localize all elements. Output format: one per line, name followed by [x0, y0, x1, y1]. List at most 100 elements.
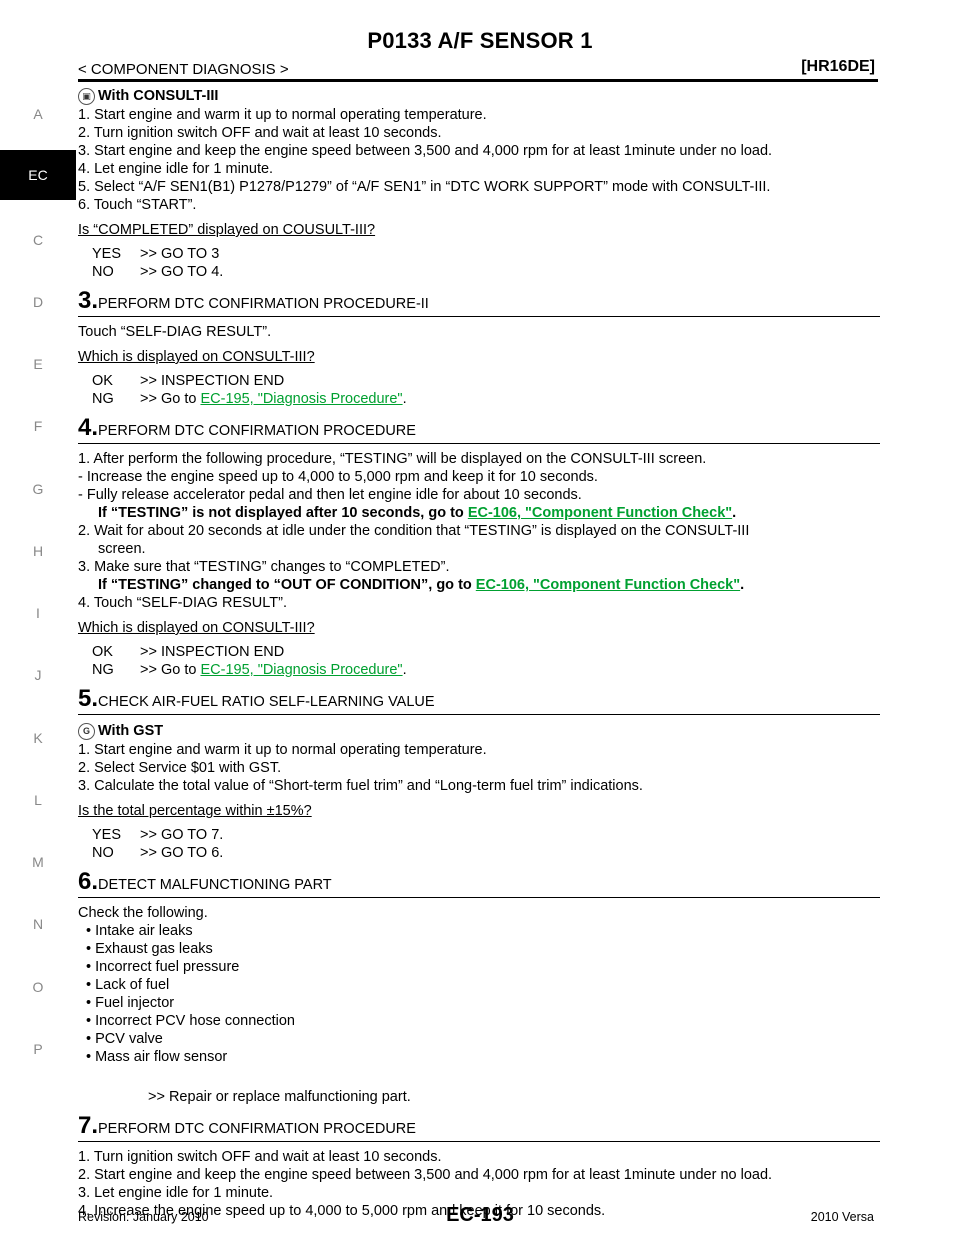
side-tab-e[interactable]: E: [33, 356, 43, 372]
vehicle-model: 2010 Versa: [810, 1210, 874, 1224]
step-4-note: If “TESTING” changed to “OUT OF CONDITIO…: [78, 576, 880, 594]
side-tab-d[interactable]: D: [32, 294, 44, 310]
consult-label: With CONSULT-III: [98, 88, 219, 104]
step-3-text: Touch “SELF-DIAG RESULT”.: [78, 324, 272, 340]
answer-text: >> GO TO 4.: [140, 264, 224, 280]
note-text: If “TESTING” changed to “OUT OF CONDITIO…: [98, 577, 476, 593]
note-suffix: .: [732, 505, 737, 521]
step-title: PERFORM DTC CONFIRMATION PROCEDURE: [98, 423, 416, 439]
side-tab-m[interactable]: M: [32, 854, 44, 870]
answer-suffix: .: [402, 391, 407, 407]
answer-text: >> GO TO 3: [140, 246, 220, 262]
side-tab-ec-active[interactable]: EC: [0, 150, 76, 200]
side-tab-n[interactable]: N: [32, 916, 44, 932]
gst-label: With GST: [98, 723, 164, 739]
answer-text: >> Go to: [140, 391, 197, 407]
step-title: CHECK AIR-FUEL RATIO SELF-LEARNING VALUE: [98, 694, 435, 710]
question-1: Is “COMPLETED” displayed on COUSULT-III?: [78, 222, 376, 238]
answer-key: YES: [92, 827, 122, 843]
gst-heading: G With GST: [78, 721, 880, 741]
step-number: 7.: [78, 1112, 99, 1139]
answer-ok: OK>> INSPECTION END: [78, 372, 880, 390]
step-4-line: - Increase the engine speed up to 4,000 …: [78, 469, 598, 485]
answer-key: NO: [92, 264, 114, 280]
side-tab-i[interactable]: I: [36, 605, 40, 621]
step-title: DETECT MALFUNCTIONING PART: [98, 877, 332, 893]
side-tab-f[interactable]: F: [33, 418, 43, 434]
gst-step: 2. Select Service $01 with GST.: [78, 760, 282, 776]
answer-ng: NG>> Go to EC-195, "Diagnosis Procedure"…: [78, 390, 880, 408]
side-tab-k[interactable]: K: [33, 730, 43, 746]
answer-text: >> GO TO 7.: [140, 827, 224, 843]
side-tab-j[interactable]: J: [34, 667, 42, 683]
consult-step: 5. Select “A/F SEN1(B1) P1278/P1279” of …: [78, 179, 771, 195]
note-suffix: .: [740, 577, 745, 593]
check-item: • Lack of fuel: [86, 977, 170, 993]
step-7-heading: 7.PERFORM DTC CONFIRMATION PROCEDURE: [78, 1114, 880, 1142]
answer-no: NO >> GO TO 4.: [78, 263, 880, 281]
answer-ok: OK>> INSPECTION END: [78, 643, 880, 661]
step-7-line: 1. Turn ignition switch OFF and wait at …: [78, 1149, 442, 1165]
page-number: EC-193: [446, 1204, 514, 1226]
answer-ng: NG >> Go to EC-195, "Diagnosis Procedure"…: [78, 661, 880, 679]
step-title: PERFORM DTC CONFIRMATION PROCEDURE-II: [98, 296, 429, 312]
question-3: Which is displayed on CONSULT-III?: [78, 349, 315, 365]
step-5-heading: 5.CHECK AIR-FUEL RATIO SELF-LEARNING VAL…: [78, 687, 880, 715]
answer-yes: YES >> GO TO 3: [78, 245, 880, 263]
step-4-line: 2. Wait for about 20 seconds at idle und…: [78, 523, 750, 539]
diagnosis-procedure-link[interactable]: EC-195, "Diagnosis Procedure": [200, 391, 403, 407]
consult-step: 3. Start engine and keep the engine spee…: [78, 143, 773, 159]
step-7-line: 2. Start engine and keep the engine spee…: [78, 1167, 773, 1183]
step-number: 5.: [78, 685, 99, 712]
header-rule: [78, 79, 878, 82]
question-4: Which is displayed on CONSULT-III?: [78, 620, 315, 636]
gst-step: 1. Start engine and warm it up to normal…: [78, 742, 487, 758]
answer-yes: YES >> GO TO 7.: [78, 826, 880, 844]
step-number: 4.: [78, 414, 99, 441]
check-item: • Mass air flow sensor: [86, 1049, 228, 1065]
side-tab-g[interactable]: G: [32, 481, 44, 497]
answer-key: NO: [92, 845, 114, 861]
spacer: [78, 1066, 880, 1084]
question-5: Is the total percentage within ±15%?: [78, 803, 312, 819]
side-tab-o[interactable]: O: [32, 979, 44, 995]
step-4-note: If “TESTING” is not displayed after 10 s…: [78, 504, 880, 522]
component-function-check-link[interactable]: EC-106, "Component Function Check": [475, 577, 741, 593]
side-tab-a[interactable]: A: [33, 106, 43, 122]
check-item: • PCV valve: [86, 1031, 163, 1047]
consult-step: 1. Start engine and warm it up to normal…: [78, 107, 487, 123]
section-label: < COMPONENT DIAGNOSIS >: [78, 61, 289, 78]
consult-tool-icon: ▣: [78, 87, 95, 105]
step-title: PERFORM DTC CONFIRMATION PROCEDURE: [98, 1121, 416, 1137]
step-number: 6.: [78, 868, 99, 895]
consult-step: 2. Turn ignition switch OFF and wait at …: [78, 125, 442, 141]
consult-heading: ▣ With CONSULT-III: [78, 86, 880, 106]
component-function-check-link[interactable]: EC-106, "Component Function Check": [467, 505, 733, 521]
diagnosis-procedure-link[interactable]: EC-195, "Diagnosis Procedure": [200, 662, 403, 678]
revision-date: Revision: January 2010: [78, 1210, 209, 1224]
answer-text: >> INSPECTION END: [140, 373, 285, 389]
answer-suffix: .: [402, 662, 407, 678]
side-tab-p[interactable]: P: [33, 1041, 43, 1057]
gst-tool-icon: G: [78, 722, 95, 740]
step-4-line: screen.: [98, 541, 146, 557]
check-item: • Intake air leaks: [86, 923, 193, 939]
side-tab-c[interactable]: C: [32, 232, 44, 248]
step-4-heading: 4.PERFORM DTC CONFIRMATION PROCEDURE: [78, 416, 880, 444]
step-4-line: 1. After perform the following procedure…: [78, 451, 707, 467]
side-tab-h[interactable]: H: [32, 543, 44, 559]
answer-text: >> GO TO 6.: [140, 845, 224, 861]
side-tab-l[interactable]: L: [34, 792, 42, 808]
step-6-intro: Check the following.: [78, 905, 208, 921]
step-7-line: 4. Increase the engine speed up to 4,000…: [78, 1203, 606, 1219]
check-item: • Fuel injector: [86, 995, 175, 1011]
answer-key: YES: [92, 246, 122, 262]
answer-key: NG: [92, 662, 114, 678]
answer-text: >> Go to: [140, 662, 197, 678]
check-item: • Incorrect fuel pressure: [86, 959, 240, 975]
step-number: 3.: [78, 287, 99, 314]
note-text: If “TESTING” is not displayed after 10 s…: [98, 505, 468, 521]
answer-no: NO >> GO TO 6.: [78, 844, 880, 862]
step-3-heading: 3.PERFORM DTC CONFIRMATION PROCEDURE-II: [78, 289, 880, 317]
check-item: • Incorrect PCV hose connection: [86, 1013, 295, 1029]
